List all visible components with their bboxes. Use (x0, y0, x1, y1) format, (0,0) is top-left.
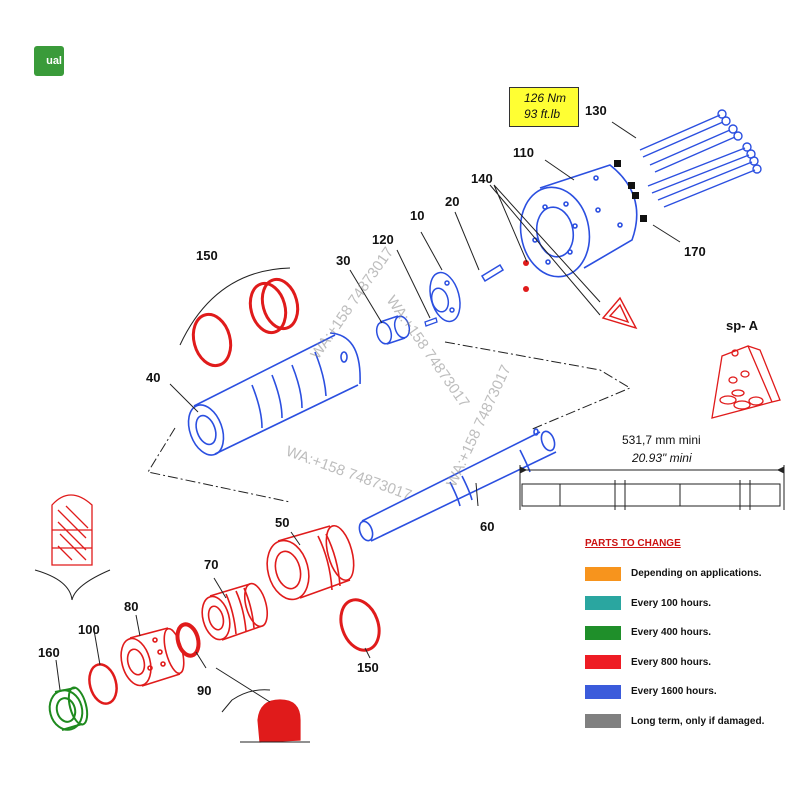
label-90: 90 (197, 683, 211, 698)
torque-nm: 126 Nm (524, 91, 567, 105)
legend-item: Every 100 hours. (585, 589, 795, 619)
legend-title: PARTS TO CHANGE (585, 538, 681, 549)
legend-label: Every 1600 hours. (631, 686, 717, 698)
label-110: 110 (513, 145, 534, 160)
label-10: 10 (410, 208, 424, 223)
part-170-nuts (614, 160, 647, 222)
dimension-metric: 531,7 mm mini (622, 433, 701, 447)
shaft-dimension-drawing (519, 465, 785, 510)
legend-item: Every 400 hours. (585, 618, 795, 648)
legend-item: Every 1600 hours. (585, 677, 795, 707)
part-80-nut (120, 627, 185, 687)
label-120: 120 (372, 232, 394, 247)
part-150-orings-top (191, 277, 300, 368)
legend-swatch (585, 714, 621, 729)
label-100: 100 (78, 622, 100, 637)
legend-swatch (585, 596, 621, 611)
part-110-housing (519, 164, 638, 278)
part-100-section-icon (51, 494, 93, 566)
legend-swatch (585, 566, 621, 581)
part-100-ring (88, 663, 118, 705)
label-160: 160 (38, 645, 60, 660)
legend-swatch (585, 684, 621, 699)
part-40-piston (187, 332, 361, 456)
part-130-bolts (639, 109, 762, 208)
label-150-top: 150 (196, 248, 218, 263)
part-60-shaft (358, 428, 557, 542)
label-150-bottom: 150 (357, 660, 379, 675)
part-140-seals (523, 260, 529, 292)
label-60: 60 (480, 519, 494, 534)
part-30-bushing (375, 315, 411, 345)
legend-item: Depending on applications. (585, 559, 795, 589)
shaft-envelope (147, 341, 632, 503)
parts-to-change-legend: PARTS TO CHANGE Depending on application… (585, 538, 795, 736)
part-90-section-icon (221, 689, 310, 743)
label-130: 130 (585, 103, 607, 118)
dimension-imperial: 20.93" mini (632, 451, 692, 465)
torque-spec-box: 126 Nm 93 ft.lb (509, 87, 579, 127)
part-150-oring-bottom (339, 598, 381, 652)
part-50-sleeve (266, 524, 355, 601)
legend-label: Long term, only if damaged. (631, 715, 765, 727)
sp-a-label: sp- A (726, 318, 759, 333)
label-170: 170 (684, 244, 706, 259)
label-80: 80 (124, 599, 138, 614)
part-160-wiper (48, 686, 89, 731)
part-70-guide (201, 582, 269, 641)
part-120-pin (424, 317, 438, 327)
bracket-100 (34, 569, 111, 601)
legend-label: Depending on applications. (631, 568, 762, 580)
sp-a-kit-icon (711, 345, 781, 419)
legend-swatch (585, 625, 621, 640)
part-10-plate (429, 271, 461, 323)
legend-label: Every 400 hours. (631, 627, 712, 639)
legend-label: Every 800 hours. (631, 656, 712, 668)
legend-item: Long term, only if damaged. (585, 707, 795, 737)
label-40: 40 (146, 370, 160, 385)
manual-badge[interactable]: ual (34, 46, 64, 76)
leader-lines (55, 121, 681, 703)
label-140: 140 (471, 171, 493, 186)
label-20: 20 (445, 194, 459, 209)
legend-swatch (585, 655, 621, 670)
part-20-pin (480, 263, 505, 283)
seal-section-icon (601, 296, 638, 330)
part-90-ring (175, 622, 201, 658)
label-30: 30 (336, 253, 350, 268)
legend-item: Every 800 hours. (585, 648, 795, 678)
label-50: 50 (275, 515, 289, 530)
label-70: 70 (204, 557, 218, 572)
legend-label: Every 100 hours. (631, 597, 712, 609)
torque-ftlb: 93 ft.lb (524, 107, 561, 121)
bracket-150-top (179, 267, 291, 346)
